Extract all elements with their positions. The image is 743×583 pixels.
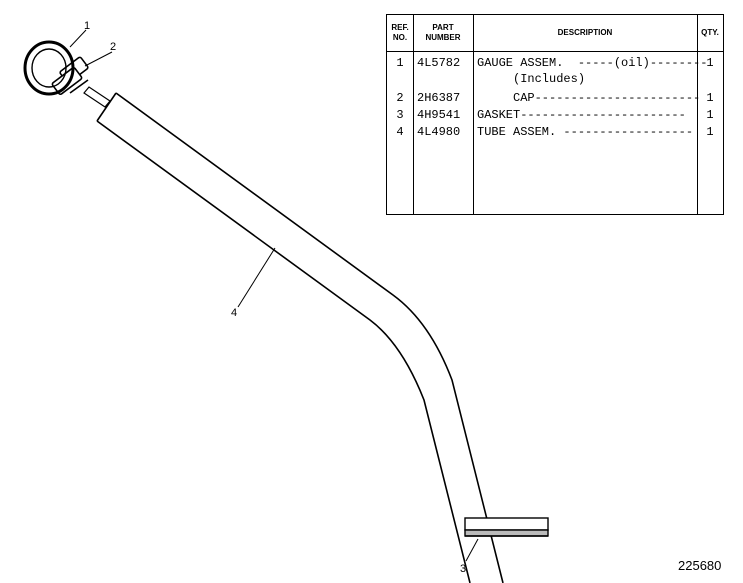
table-row-5-part: 4L4980 — [417, 125, 461, 139]
header-part-number: PART NUMBER — [425, 23, 461, 42]
gauge-rod — [83, 86, 111, 108]
table-row-1-qty: 1 — [706, 56, 714, 70]
gauge-ring-handle — [23, 40, 75, 96]
table-row-2-description: (Includes) — [477, 72, 586, 86]
table-row-3-description: CAP----------------------- — [477, 91, 701, 105]
table-row-3-ref: 2 — [396, 91, 404, 105]
cap — [51, 56, 89, 96]
drawing-number: 225680 — [678, 558, 721, 573]
callout-1: 1 — [84, 20, 90, 32]
callout-4: 4 — [231, 307, 237, 319]
table-row-1-ref: 1 — [396, 56, 404, 70]
header-ref-no: REF. NO. — [391, 23, 409, 42]
gasket — [464, 517, 549, 537]
table-row-5-description: TUBE ASSEM. ------------------ — [477, 125, 694, 139]
tube-assembly — [96, 92, 504, 583]
leader-lines — [69, 29, 479, 562]
parts-list-table: REF. NO. PART NUMBER DESCRIPTION QTY. 1 … — [386, 14, 724, 215]
callout-2: 2 — [110, 41, 116, 53]
header-description: DESCRIPTION — [557, 28, 613, 37]
table-row-1-part: 4L5782 — [417, 56, 461, 70]
table-row-4-ref: 3 — [396, 108, 404, 122]
callout-3: 3 — [460, 563, 466, 575]
table-row-4-qty: 1 — [706, 108, 714, 122]
table-row-4-description: GASKET----------------------- — [477, 108, 686, 122]
header-qty: QTY. — [701, 28, 719, 37]
table-row-3-part: 2H6387 — [417, 91, 461, 105]
table-row-4-part: 4H9541 — [417, 108, 461, 122]
table-row-5-qty: 1 — [706, 125, 714, 139]
table-row-3-qty: 1 — [706, 91, 714, 105]
table-row-1-description: GAUGE ASSEM. -----(oil)-------- — [477, 56, 708, 70]
table-row-5-ref: 4 — [396, 125, 404, 139]
